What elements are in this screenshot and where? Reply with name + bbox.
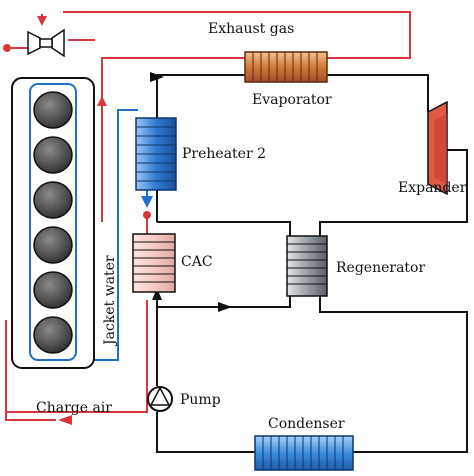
cylinder-2: [33, 136, 73, 174]
evaporator-exchanger: [244, 51, 328, 83]
line-expander-to-regenerator: [319, 149, 468, 236]
label-cac: CAC: [181, 254, 213, 270]
label-exhaust-gas: Exhaust gas: [208, 21, 294, 37]
regenerator-exchanger: [286, 235, 328, 297]
line-regenerator-to-condenser: [319, 296, 468, 453]
label-expander: Expander: [398, 180, 467, 196]
cac-exchanger: [132, 233, 176, 293]
jacket-water-arrow: [141, 196, 153, 208]
exhaust-gas-line: [5, 11, 411, 421]
exhaust-arrow-down: [37, 16, 47, 26]
label-evaporator: Evaporator: [252, 92, 332, 108]
cylinder-3: [33, 181, 73, 219]
line-cac-to-regenerator: [157, 221, 291, 236]
label-regenerator: Regenerator: [336, 260, 425, 276]
label-charge-air: Charge air: [36, 400, 112, 416]
pump-icon: [147, 386, 173, 412]
line-pump-to-condenser: [156, 412, 255, 453]
label-pump: Pump: [180, 392, 221, 408]
exhaust-arrow-up: [97, 96, 107, 106]
cac-air-inlet-node: [143, 211, 151, 219]
cylinder-group: [33, 91, 73, 354]
label-condenser: Condenser: [268, 416, 345, 432]
charge-air-arrow: [58, 415, 72, 425]
label-preheater-2: Preheater 2: [182, 146, 266, 162]
label-jacket-water: Jacket water: [102, 255, 118, 347]
exhaust-inlet-node: [3, 44, 11, 52]
engine-block-icon: [11, 77, 95, 369]
line-pump-to-regenerator: [157, 296, 291, 308]
cylinder-5: [33, 271, 73, 309]
flow-arrow-right: [218, 302, 232, 312]
cylinder-4: [33, 226, 73, 264]
condenser-exchanger: [254, 435, 354, 471]
preheater-2-exchanger: [135, 117, 177, 191]
turbocharger-icon: [27, 28, 65, 58]
orc-working-fluid-loop: [156, 74, 468, 453]
flow-arrow-up-cac: [152, 288, 162, 300]
cylinder-6: [33, 316, 73, 354]
cylinder-1: [33, 91, 73, 129]
flow-arrow-top: [150, 72, 164, 82]
line-evaporator-to-expander: [327, 74, 429, 112]
